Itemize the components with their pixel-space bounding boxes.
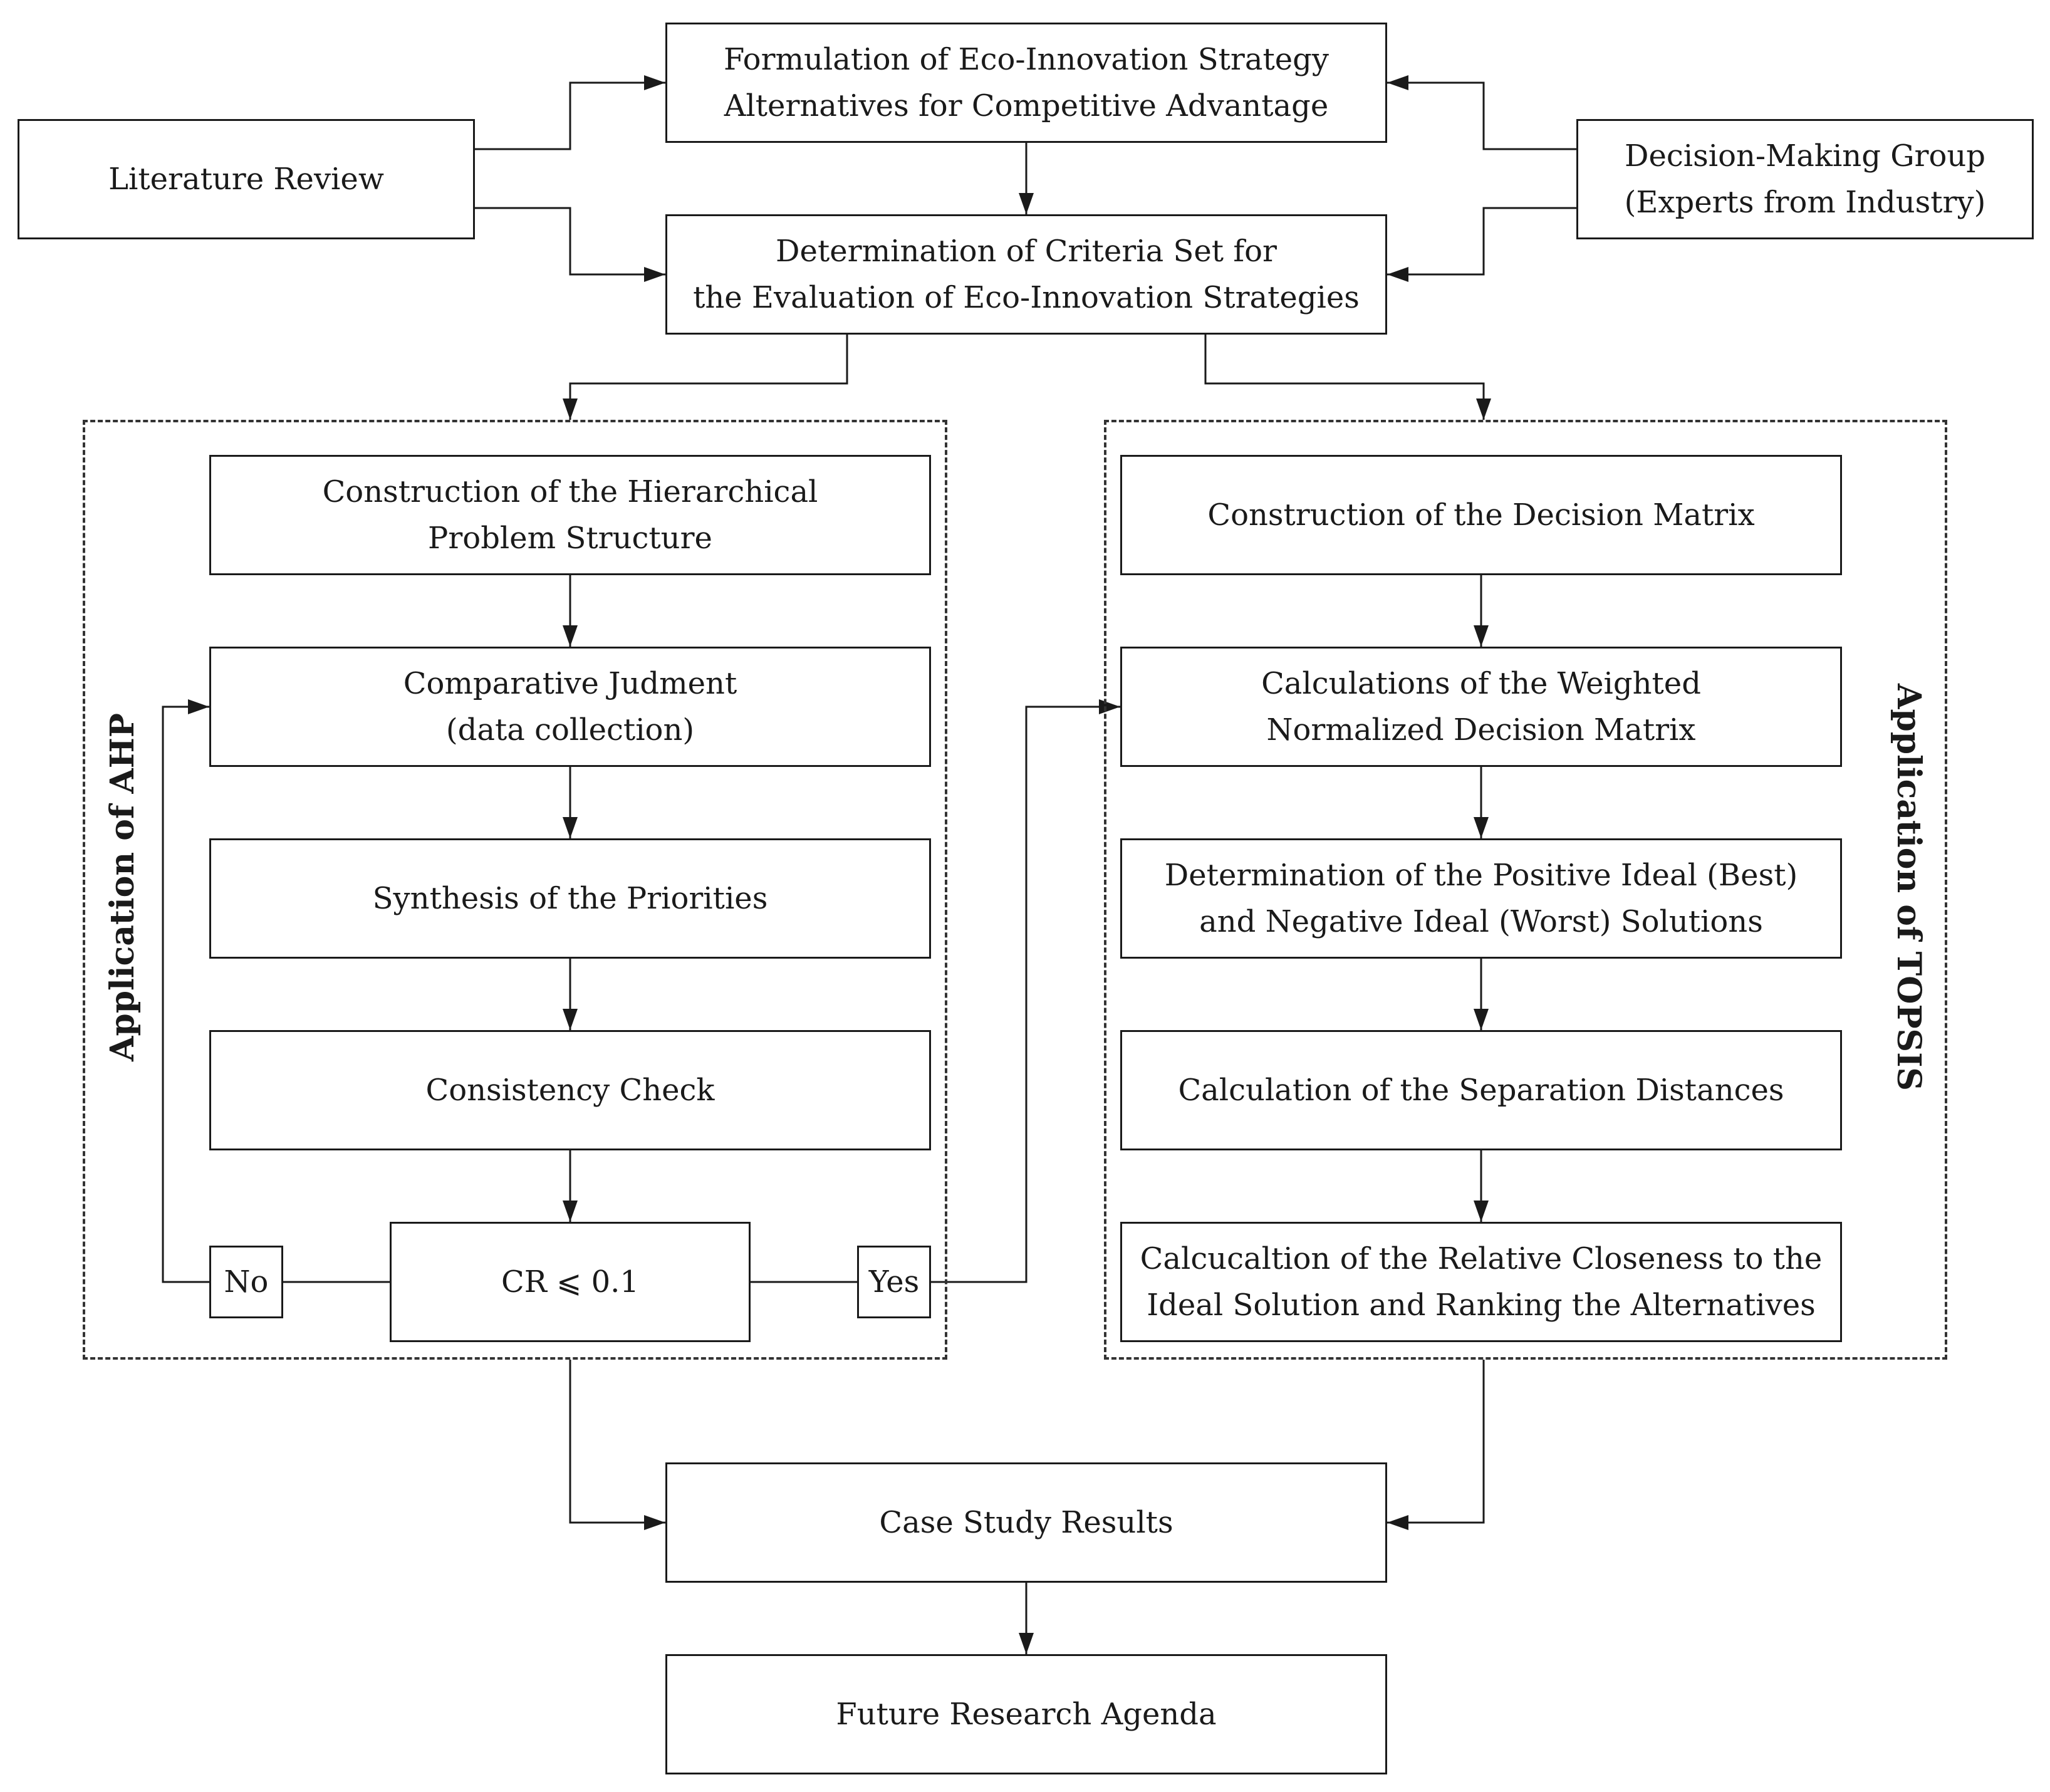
case-study-label: Case Study Results (879, 1505, 1173, 1540)
future-research-box: Future Research Agenda (665, 1654, 1387, 1774)
yes-label: Yes (868, 1264, 920, 1300)
synthesis-box: Synthesis of the Priorities (209, 838, 931, 959)
ideal-solutions-line-1: Determination of the Positive Ideal (Bes… (1164, 858, 1798, 893)
formulation-line-1: Formulation of Eco-Innovation Strategy (724, 42, 1329, 77)
topsis-group (1104, 420, 1947, 1360)
hierarchy-line-1: Construction of the Hierarchical (322, 474, 818, 509)
decision-group-line-2: (Experts from Industry) (1624, 185, 1986, 220)
ideal-solutions-box: Determination of the Positive Ideal (Bes… (1120, 838, 1842, 959)
formulation-line-2: Alternatives for Competitive Advantage (724, 88, 1329, 123)
judgment-line-2: (data collection) (445, 712, 695, 748)
judgment-box: Comparative Judment (data collection) (209, 647, 931, 767)
no-label: No (224, 1264, 269, 1300)
yes-tag: Yes (857, 1246, 931, 1318)
criteria-set-line-2: the Evaluation of Eco-Innovation Strateg… (693, 280, 1360, 315)
hierarchy-box: Construction of the Hierarchical Problem… (209, 455, 931, 575)
group-to-criteria-connector (1387, 207, 1576, 282)
topsis-to-case-connector (1387, 1360, 1485, 1530)
no-tag: No (209, 1246, 283, 1318)
weighted-matrix-box: Calculations of the Weighted Normalized … (1120, 647, 1842, 767)
decision-group-box: Decision-Making Group (Experts from Indu… (1576, 119, 2034, 239)
judgment-line-1: Comparative Judment (403, 666, 737, 701)
cr-check-box: CR ⩽ 0.1 (390, 1222, 751, 1342)
ideal-solutions-line-2: and Negative Ideal (Worst) Solutions (1199, 904, 1763, 939)
decision-matrix-box: Construction of the Decision Matrix (1120, 455, 1842, 575)
literature-review-label: Literature Review (108, 162, 384, 197)
separation-box: Calculation of the Separation Distances (1120, 1030, 1842, 1150)
weighted-matrix-line-2: Normalized Decision Matrix (1266, 712, 1696, 748)
criteria-set-box: Determination of Criteria Set for the Ev… (665, 214, 1387, 335)
lit-to-criteria-connector (475, 207, 665, 282)
criteria-set-line-1: Determination of Criteria Set for (776, 234, 1277, 269)
yes-to-weighted-connector (931, 699, 1120, 1283)
closeness-line-1: Calcucaltion of the Relative Closeness t… (1140, 1241, 1823, 1276)
closeness-line-2: Ideal Solution and Ranking the Alternati… (1147, 1288, 1816, 1323)
weighted-matrix-line-1: Calculations of the Weighted (1261, 666, 1701, 701)
hierarchy-line-2: Problem Structure (428, 521, 712, 556)
literature-review-box: Literature Review (18, 119, 475, 239)
group-to-formulation-connector (1387, 75, 1576, 150)
ahp-to-case-connector (569, 1360, 665, 1530)
future-research-label: Future Research Agenda (836, 1697, 1217, 1732)
criteria-to-topsis-connector (1204, 335, 1491, 420)
ahp-group-label: Application of AHP (103, 712, 142, 1062)
consistency-box: Consistency Check (209, 1030, 931, 1150)
formulation-box: Formulation of Eco-Innovation Strategy A… (665, 23, 1387, 143)
criteria-to-ahp-connector (563, 335, 848, 420)
closeness-box: Calcucaltion of the Relative Closeness t… (1120, 1222, 1842, 1342)
topsis-group-label: Application of TOPSIS (1890, 684, 1928, 1091)
decision-matrix-label: Construction of the Decision Matrix (1207, 497, 1755, 533)
synthesis-label: Synthesis of the Priorities (372, 881, 768, 916)
separation-label: Calculation of the Separation Distances (1178, 1073, 1784, 1108)
cr-check-label: CR ⩽ 0.1 (501, 1264, 639, 1300)
no-loop-connector (162, 699, 209, 1283)
consistency-label: Consistency Check (425, 1073, 715, 1108)
lit-to-formulation-connector (475, 75, 665, 150)
decision-group-line-1: Decision-Making Group (1624, 138, 1986, 174)
case-study-box: Case Study Results (665, 1462, 1387, 1583)
ahp-group (83, 420, 947, 1360)
